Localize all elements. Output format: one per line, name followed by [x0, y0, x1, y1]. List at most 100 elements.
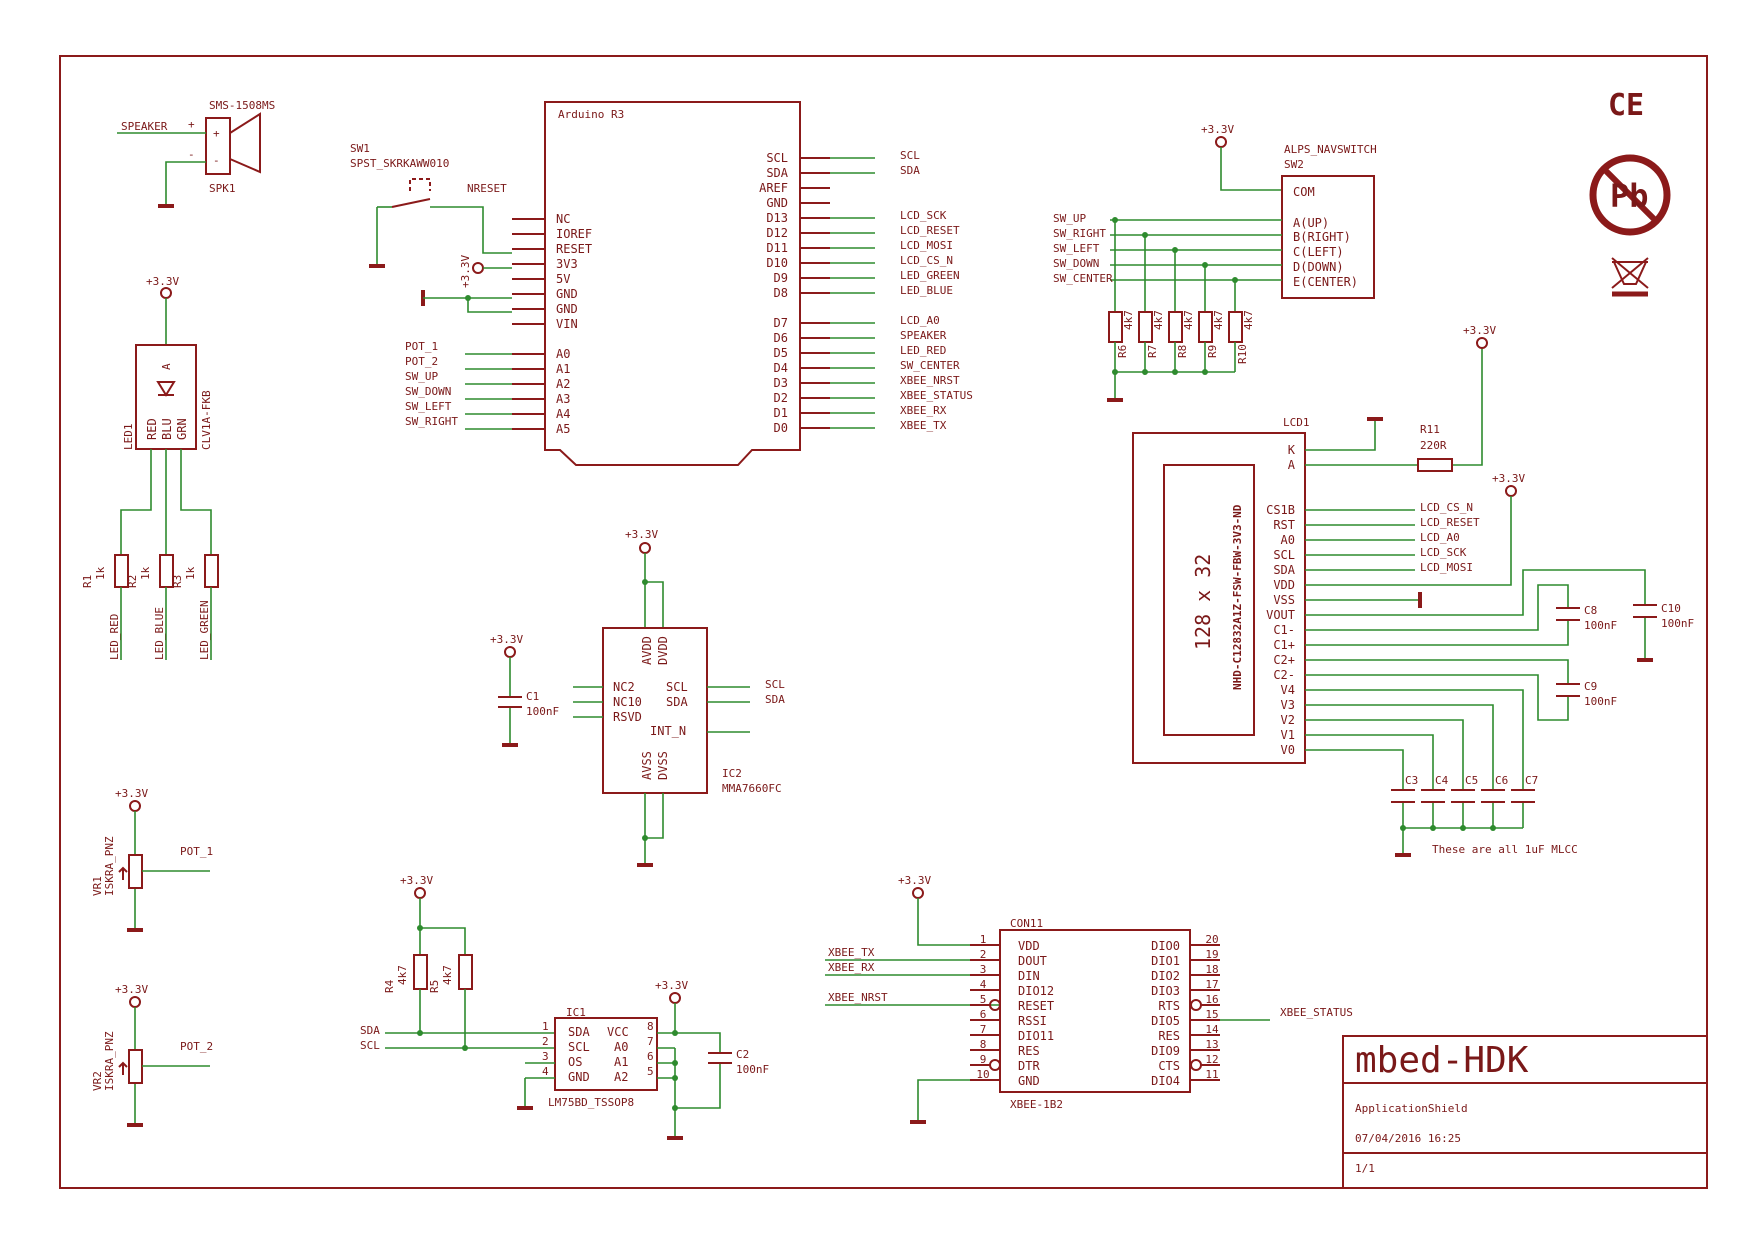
svg-text:100nF: 100nF: [736, 1063, 769, 1076]
svg-text:1k: 1k: [94, 566, 107, 580]
xbee-pin-rssi: RSSI: [1018, 1014, 1047, 1028]
net-label-lcd-sck: LCD_SCK: [900, 209, 947, 222]
svg-text:SMS-1508MS: SMS-1508MS: [209, 99, 275, 112]
svg-text:B(RIGHT): B(RIGHT): [1293, 230, 1351, 244]
svg-text:SPK1: SPK1: [209, 182, 236, 195]
svg-text:AVDD: AVDD: [640, 636, 654, 665]
lcd-pin-sda: SDA: [1273, 563, 1295, 577]
project-title: mbed-HDK: [1355, 1040, 1529, 1081]
svg-text:R4: R4: [383, 979, 396, 993]
pot2-net: POT_2: [180, 1040, 213, 1053]
xbee-pin-num-11: 11: [1205, 1068, 1218, 1081]
svg-text:XBEE_RX: XBEE_RX: [828, 961, 875, 974]
navswitch-sw2: +3.3V ALPS_NAVSWITCH SW2 COM A(UP) B(RIG…: [1053, 123, 1377, 402]
xbee-pin-num-3: 3: [980, 963, 987, 976]
svg-text:+3.3V: +3.3V: [655, 979, 688, 992]
cap-c4: C4: [1435, 774, 1449, 787]
lcd-pin-c2: C2-: [1273, 668, 1295, 682]
svg-text:SW_DOWN: SW_DOWN: [1053, 257, 1099, 270]
xbee-pin-dio2: DIO2: [1151, 969, 1180, 983]
xbee-pin-num-18: 18: [1205, 963, 1218, 976]
svg-text:SCL: SCL: [568, 1040, 590, 1054]
net-label-lcd-cs-n: LCD_CS_N: [900, 254, 953, 267]
svg-text:+3.3V: +3.3V: [400, 874, 433, 887]
sheet-date: 07/04/2016 16:25: [1355, 1132, 1461, 1145]
xbee-pin-cts: CTS: [1158, 1059, 1180, 1073]
svg-text:SCL: SCL: [360, 1039, 380, 1052]
switch-sw1: SW1 SPST_SKRKAWW010 NRESET: [350, 142, 512, 268]
net-label-led-green: LED_GREEN: [900, 269, 960, 282]
svg-text:R3: R3: [171, 575, 184, 588]
svg-text:NRESET: NRESET: [467, 182, 507, 195]
lcd-pin-vdd: VDD: [1273, 578, 1295, 592]
xbee-pin-gnd: GND: [1018, 1074, 1040, 1088]
svg-text:DVDD: DVDD: [656, 636, 670, 665]
cap-c7: C7: [1525, 774, 1538, 787]
svg-text:AVSS: AVSS: [640, 751, 654, 780]
net-label-xbee-status: XBEE_STATUS: [900, 389, 973, 402]
svg-text:LED_GREEN: LED_GREEN: [198, 600, 211, 660]
net-label-pot-2: POT_2: [405, 355, 438, 368]
ic1-part: LM75BD_TSSOP8: [548, 1096, 634, 1109]
net-label-pot-1: POT_1: [405, 340, 438, 353]
arduino-pin-d6: D6: [774, 331, 788, 345]
svg-text:NC10: NC10: [613, 695, 642, 709]
svg-text:A1: A1: [614, 1055, 628, 1069]
net-label-xbee-rx: XBEE_RX: [900, 404, 947, 417]
svg-text:+3.3V: +3.3V: [1492, 472, 1525, 485]
svg-text:8: 8: [647, 1020, 654, 1033]
xbee-pin-res: RES: [1158, 1029, 1180, 1043]
arduino-pin-nc: NC: [556, 212, 570, 226]
svg-text:SPST_SKRKAWW010: SPST_SKRKAWW010: [350, 157, 449, 170]
weee-bin-icon: [1611, 257, 1649, 297]
net-label-led-red: LED_RED: [900, 344, 946, 357]
xbee-pin-num-9: 9: [980, 1053, 987, 1066]
net-label-xbee-nrst: XBEE_NRST: [900, 374, 960, 387]
arduino-pin-5v: 5V: [556, 272, 570, 286]
svg-text:LCD_MOSI: LCD_MOSI: [1420, 561, 1473, 574]
svg-text:IC2: IC2: [722, 767, 742, 780]
svg-text:ISKRA_PNZ: ISKRA_PNZ: [103, 1031, 116, 1091]
net-label-lcd-mosi: LCD_MOSI: [900, 239, 953, 252]
svg-text:C10: C10: [1661, 602, 1681, 615]
arduino-pin-gnd: GND: [556, 287, 578, 301]
cap-c3: C3: [1405, 774, 1418, 787]
arduino-pin-a5: A5: [556, 422, 570, 436]
net-label-sw-left: SW_LEFT: [405, 400, 452, 413]
arduino-title: Arduino R3: [558, 108, 624, 121]
svg-text:DVSS: DVSS: [656, 751, 670, 780]
svg-text:XBEE_TX: XBEE_TX: [828, 946, 875, 959]
lcd-pin-rst: RST: [1273, 518, 1295, 532]
xbee-pin-num-5: 5: [980, 993, 987, 1006]
svg-text:CLV1A-FKB: CLV1A-FKB: [200, 390, 213, 450]
lcd-pin-k: K: [1288, 443, 1296, 457]
arduino-pin-sda: SDA: [766, 166, 788, 180]
svg-text:SW1: SW1: [350, 142, 370, 155]
svg-text:VR1: VR1: [91, 876, 104, 896]
svg-text:R6: R6: [1116, 345, 1129, 358]
lcd-part: NHD-C12832A1Z-FSW-FBW-3V3-ND: [1231, 504, 1244, 690]
svg-text:SDA: SDA: [360, 1024, 380, 1037]
xbee-pin-num-4: 4: [980, 978, 987, 991]
svg-text:OS: OS: [568, 1055, 582, 1069]
svg-text:GRN: GRN: [175, 418, 189, 440]
xbee-con11: +3.3V CON11 XBEE-1B2 XBEE_TX XBEE_RX XBE…: [825, 874, 1353, 1124]
net-label-sw-up: SW_UP: [405, 370, 438, 383]
arduino-r3: Arduino R3: [544, 101, 801, 466]
arduino-pin-d2: D2: [774, 391, 788, 405]
arduino-pin-d3: D3: [774, 376, 788, 390]
svg-text:VCC: VCC: [607, 1025, 629, 1039]
svg-text:ALPS_NAVSWITCH: ALPS_NAVSWITCH: [1284, 143, 1377, 156]
svg-text:LCD_A0: LCD_A0: [1420, 531, 1460, 544]
arduino-pin-d1: D1: [774, 406, 788, 420]
svg-text:R11: R11: [1420, 423, 1440, 436]
arduino-pin-vin: VIN: [556, 317, 578, 331]
svg-text:C8: C8: [1584, 604, 1597, 617]
svg-text:2: 2: [542, 1035, 549, 1048]
xbee-pin-dio0: DIO0: [1151, 939, 1180, 953]
svg-text:A: A: [160, 363, 173, 370]
xbee-pin-dio9: DIO9: [1151, 1044, 1180, 1058]
svg-text:+3.3V: +3.3V: [459, 255, 472, 288]
pot-vr1: +3.3V POT_1 VR1 ISKRA_PNZ: [91, 787, 213, 932]
xbee-pin-dio5: DIO5: [1151, 1014, 1180, 1028]
